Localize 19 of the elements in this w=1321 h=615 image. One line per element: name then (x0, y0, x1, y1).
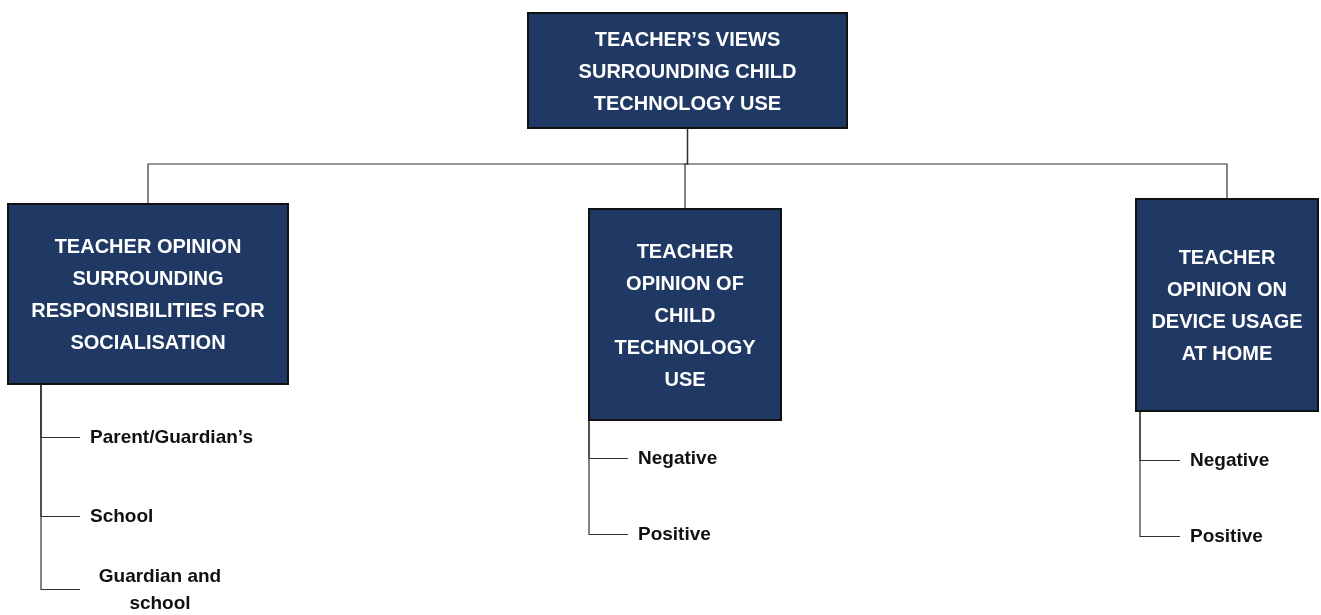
branch-label: Negative (1180, 447, 1310, 474)
connector-line (686, 128, 1228, 199)
branch-label: Positive (628, 521, 768, 548)
box-heading: TEACHER’S VIEWS SURROUNDING CHILD TECHNOLOGY USE (577, 26, 798, 116)
connector-line (1139, 411, 1181, 538)
connector-line (588, 420, 629, 536)
heading-box (588, 208, 782, 421)
connector-line (40, 384, 81, 591)
heading-box (527, 12, 848, 129)
branch-label: Negative (628, 445, 768, 472)
branch-label: School (80, 503, 200, 530)
box-heading: TEACHER OPINION OF CHILD TECHNOLOGY USE (613, 238, 757, 392)
heading-box (7, 203, 289, 385)
box-heading: TEACHER OPINION SURROUNDING RESPONSIBILITIES FOR SOCIALISATION (30, 234, 266, 355)
box-heading: TEACHER OPINION ON DEVICE USAGE AT HOME (1150, 245, 1304, 366)
branch-label: Parent/Guardian’s (80, 424, 300, 451)
heading-box (1135, 198, 1319, 412)
branch-label: Guardian and school (80, 564, 240, 615)
branch-label: Positive (1180, 523, 1310, 550)
